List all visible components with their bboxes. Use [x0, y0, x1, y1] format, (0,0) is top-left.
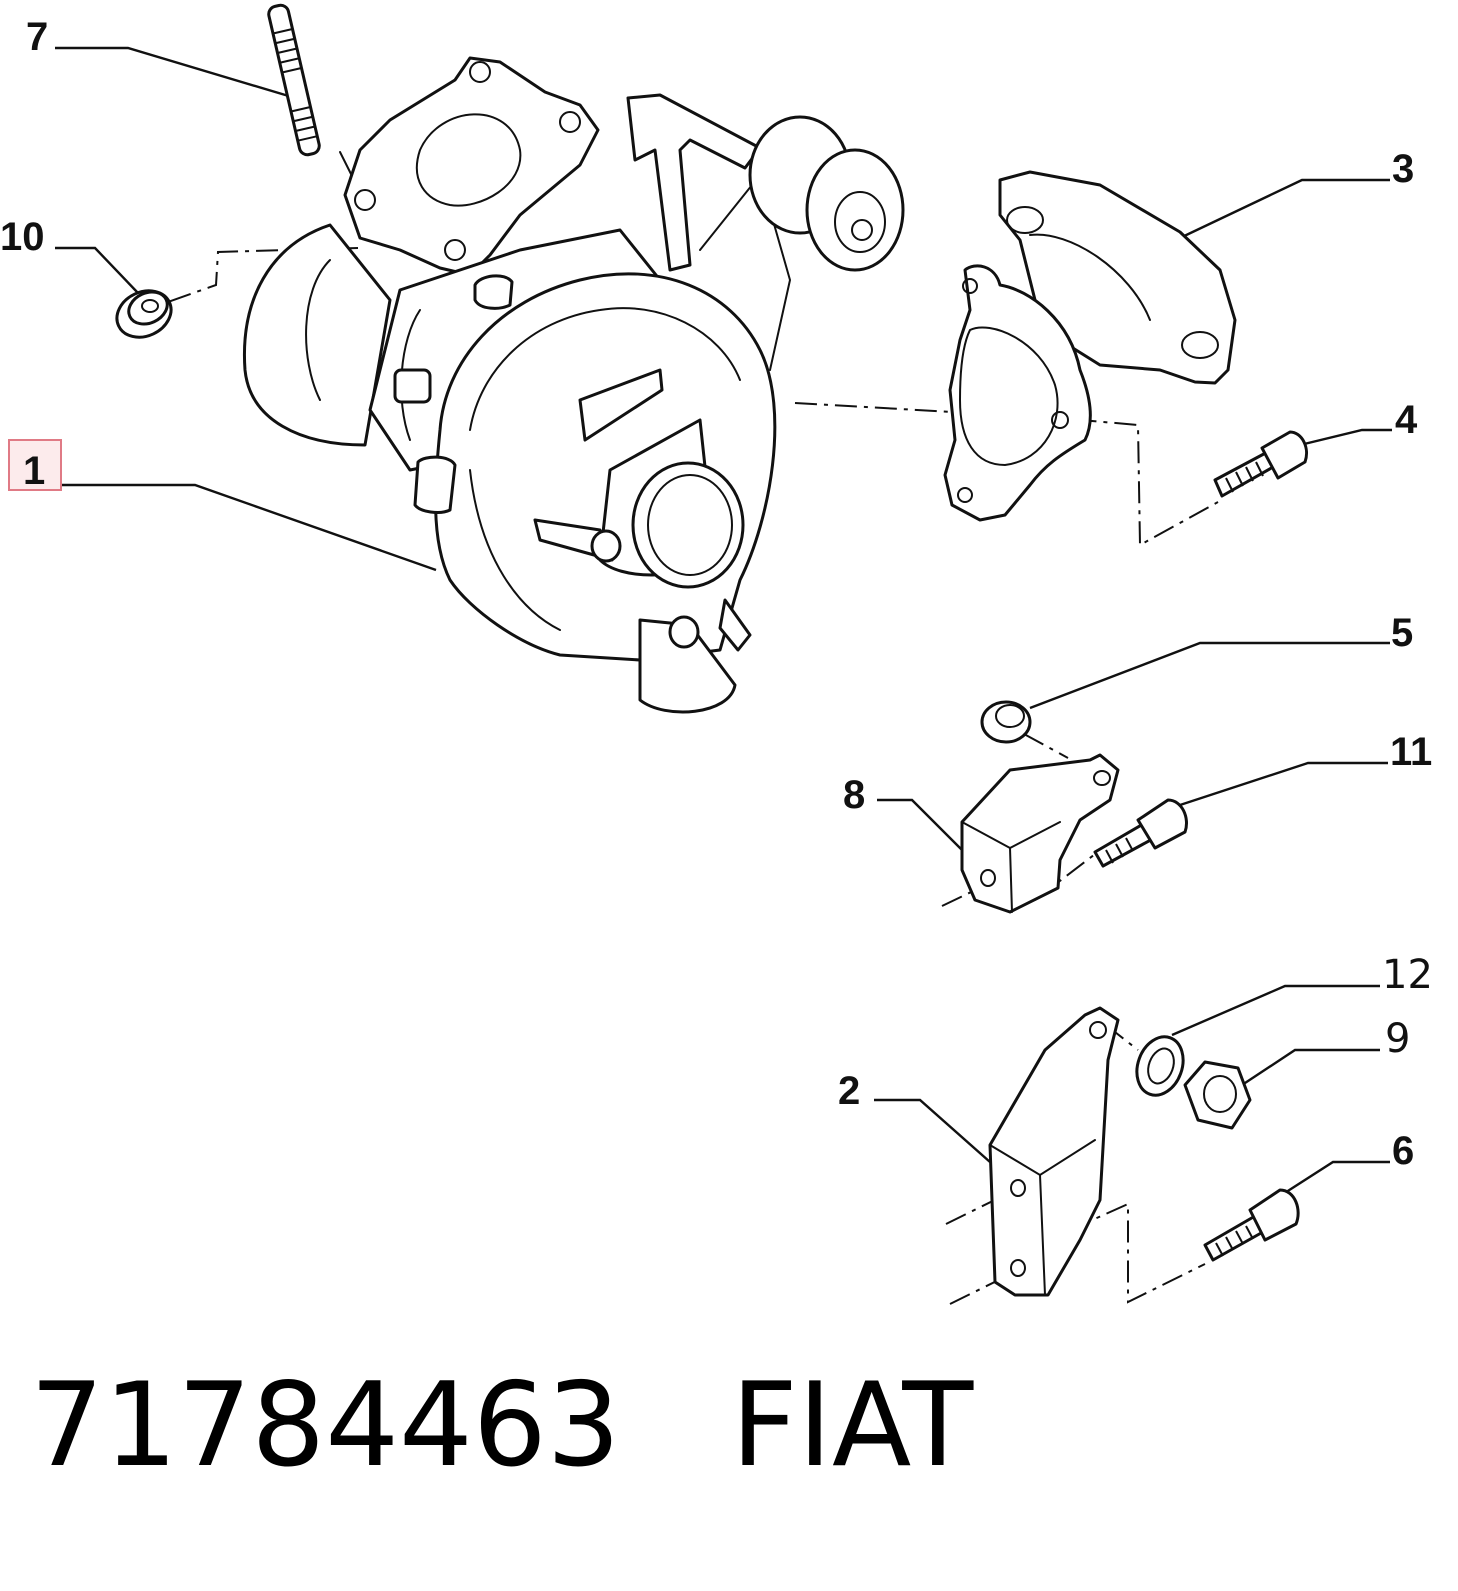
washer-part-12: [1135, 1035, 1185, 1097]
callout-11[interactable]: 11: [1390, 730, 1432, 774]
flange-plate: [943, 264, 1092, 522]
callout-10[interactable]: 10: [0, 215, 45, 259]
stud-part-7: [267, 3, 361, 193]
callout-1[interactable]: 1: [23, 449, 45, 493]
nut-part-5: [980, 700, 1032, 744]
footer-caption: 71784463 FIAT: [30, 1368, 973, 1484]
callout-8[interactable]: 8: [843, 773, 865, 817]
callout-4[interactable]: 4: [1395, 398, 1418, 442]
brand-name: FIAT: [731, 1358, 974, 1493]
bracket-part-8: [960, 753, 1120, 914]
callout-6[interactable]: 6: [1392, 1129, 1414, 1173]
bolt-part-11: [1093, 798, 1188, 868]
nut-part-10: [115, 289, 173, 339]
callout-5[interactable]: 5: [1391, 611, 1413, 655]
turbocharger-part-1: [242, 56, 905, 714]
hex-nut-part-9: [1183, 1060, 1252, 1130]
callout-9[interactable]: 9: [1385, 1016, 1410, 1062]
callout-7[interactable]: 7: [26, 15, 48, 59]
bolt-part-4: [1213, 430, 1308, 498]
leader-lines: [55, 46, 1392, 1198]
bolt-part-6: [1203, 1188, 1300, 1262]
part-number: 71784463: [30, 1358, 621, 1493]
callout-12[interactable]: 12: [1382, 952, 1433, 998]
callout-3[interactable]: 3: [1392, 147, 1414, 191]
support-bracket-part-2: [988, 1006, 1120, 1297]
callout-labels: 7 10 1 3 4 5 11 8 12 9 2 6: [0, 15, 1433, 1173]
callout-2[interactable]: 2: [838, 1069, 860, 1113]
callout-1-highlight: [8, 439, 62, 491]
